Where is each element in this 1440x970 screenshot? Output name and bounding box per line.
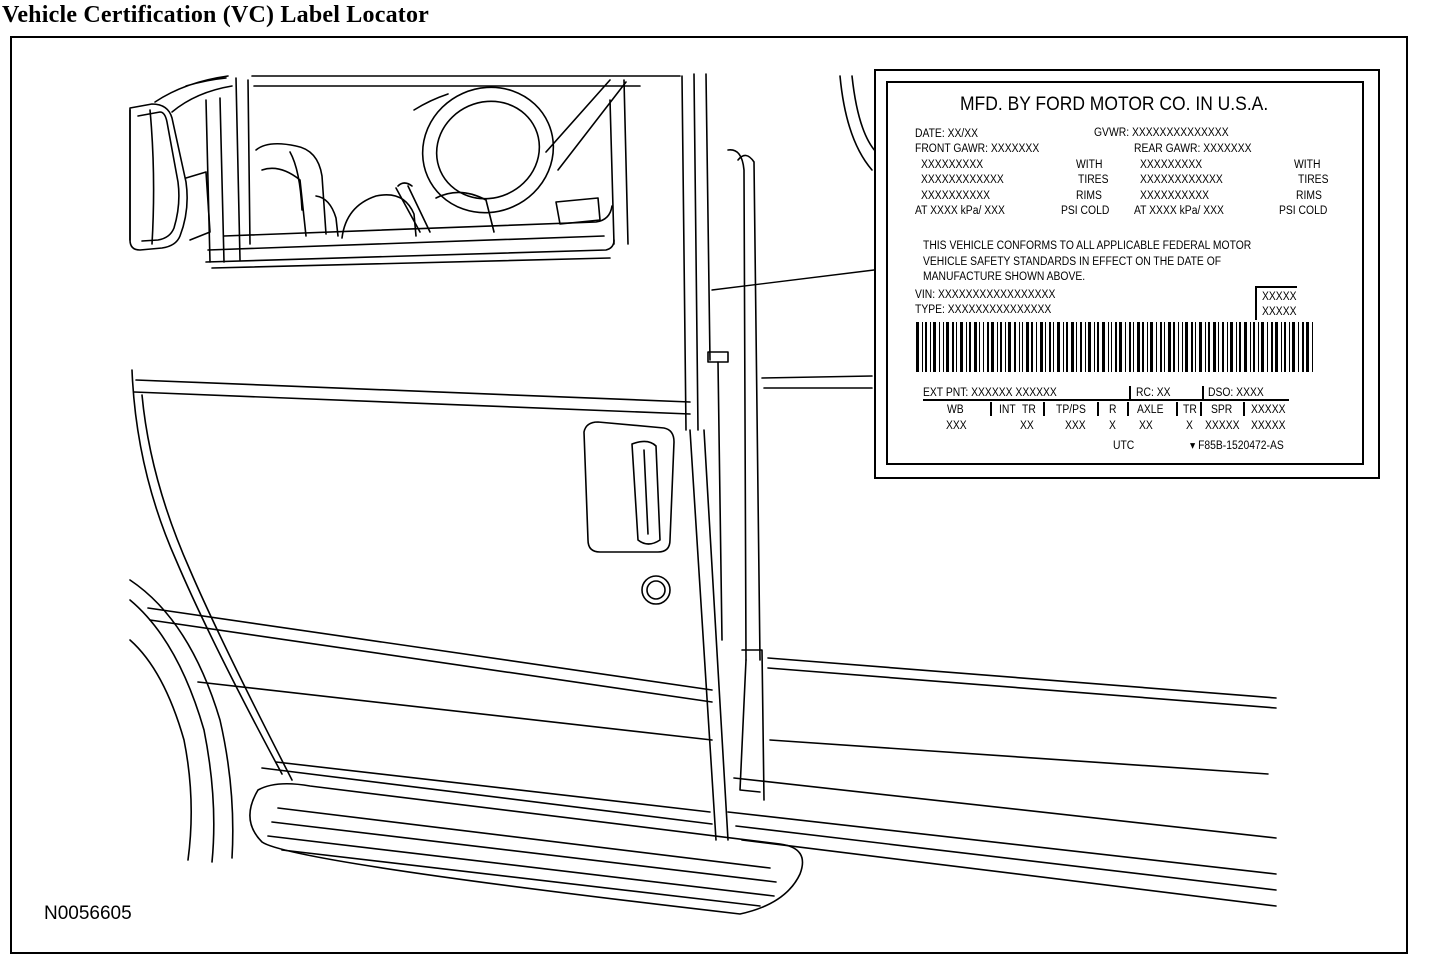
label-front-tire-size: XXXXXXXXX bbox=[921, 159, 984, 171]
code-value-axle: XX bbox=[1139, 420, 1153, 432]
label-utc: UTC bbox=[1113, 440, 1135, 452]
label-gvwr: GVWR: XXXXXXXXXXXXXX bbox=[1094, 127, 1229, 139]
door-lock bbox=[641, 575, 671, 605]
code-divider-6 bbox=[1200, 402, 1202, 416]
diagram-frame bbox=[10, 36, 1408, 954]
label-box-code-2: XXXXX bbox=[1262, 306, 1297, 318]
label-rear-psi: PSI COLD bbox=[1279, 205, 1328, 217]
door-edge bbox=[681, 73, 729, 841]
label-front-rim-spec: XXXXXXXXXX bbox=[921, 190, 991, 202]
code-divider-7 bbox=[1243, 402, 1245, 416]
rc-divider bbox=[1129, 386, 1131, 400]
side-mirror bbox=[129, 103, 188, 251]
label-conformity-line-3: MANUFACTURE SHOWN ABOVE. bbox=[923, 271, 1086, 283]
code-value-tr: X bbox=[1186, 420, 1193, 432]
code-header-axle: AXLE bbox=[1137, 404, 1164, 416]
label-front-with: WITH bbox=[1076, 159, 1103, 171]
label-box-code-1: XXXXX bbox=[1262, 291, 1297, 303]
page-title: Vehicle Certification (VC) Label Locator bbox=[2, 2, 430, 28]
label-front-tires: TIRES bbox=[1078, 174, 1109, 186]
code-value-wb: XXX bbox=[946, 420, 967, 432]
leader-line bbox=[711, 269, 875, 291]
code-header-tp-ps: TP/PS bbox=[1056, 404, 1086, 416]
code-header-tr-2: TR bbox=[1183, 404, 1197, 416]
label-rear-tire-size: XXXXXXXXX bbox=[1140, 159, 1203, 171]
steering-wheel bbox=[421, 86, 555, 214]
code-value-extra: XXXXX bbox=[1251, 420, 1286, 432]
label-rear-gawr: REAR GAWR: XXXXXXX bbox=[1134, 143, 1252, 155]
label-rear-with: WITH bbox=[1294, 159, 1321, 171]
label-manufacturer: MFD. BY FORD MOTOR CO. IN U.S.A. bbox=[960, 94, 1269, 115]
code-divider-2 bbox=[1043, 402, 1045, 416]
code-value-r: X bbox=[1109, 420, 1116, 432]
code-header-extra: XXXXX bbox=[1251, 404, 1286, 416]
label-front-pressure: AT XXXX kPa/ XXX bbox=[915, 205, 1005, 217]
label-vin: VIN: XXXXXXXXXXXXXXXXX bbox=[915, 289, 1056, 301]
ext-pnt-rule bbox=[923, 399, 1289, 401]
code-header-tr: TR bbox=[1022, 404, 1036, 416]
code-header-wb: WB bbox=[947, 404, 964, 416]
code-divider-4 bbox=[1127, 402, 1129, 416]
dso-divider bbox=[1202, 386, 1204, 400]
label-barcode bbox=[916, 322, 1314, 372]
code-divider-3 bbox=[1097, 402, 1099, 416]
label-front-psi: PSI COLD bbox=[1061, 205, 1110, 217]
label-rear-rim-spec: XXXXXXXXXX bbox=[1140, 190, 1210, 202]
label-conformity-line-2: VEHICLE SAFETY STANDARDS IN EFFECT ON TH… bbox=[923, 256, 1222, 268]
label-front-gawr: FRONT GAWR: XXXXXXX bbox=[915, 143, 1040, 155]
code-box-top-rule bbox=[1255, 286, 1297, 288]
code-value-tp-ps: XXX bbox=[1065, 420, 1086, 432]
code-divider-1 bbox=[990, 402, 992, 416]
label-ext-pnt: EXT PNT: XXXXXX XXXXXX bbox=[923, 387, 1057, 399]
vc-label bbox=[886, 81, 1364, 465]
code-divider-5 bbox=[1176, 402, 1178, 416]
label-conformity-line-1: THIS VEHICLE CONFORMS TO ALL APPLICABLE … bbox=[923, 240, 1252, 252]
label-rear-tire-spec: XXXXXXXXXXXX bbox=[1140, 174, 1223, 186]
label-rc: RC: XX bbox=[1136, 387, 1171, 399]
label-date: DATE: XX/XX bbox=[915, 128, 979, 140]
code-value-spr: XXXXX bbox=[1205, 420, 1240, 432]
code-header-spr: SPR bbox=[1211, 404, 1233, 416]
label-rear-tires: TIRES bbox=[1298, 174, 1329, 186]
running-board bbox=[249, 782, 804, 915]
code-header-int: INT bbox=[999, 404, 1016, 416]
figure-id: N0056605 bbox=[44, 903, 132, 924]
label-type: TYPE: XXXXXXXXXXXXXXX bbox=[915, 304, 1052, 316]
label-front-rims: RIMS bbox=[1076, 190, 1102, 202]
label-front-tire-spec: XXXXXXXXXXXX bbox=[921, 174, 1004, 186]
label-part-number: ▾ F85B-1520472-AS bbox=[1190, 440, 1284, 452]
label-dso: DSO: XXXX bbox=[1208, 387, 1264, 399]
door-handle bbox=[583, 421, 675, 553]
code-box-left-rule bbox=[1255, 286, 1257, 320]
window-sill bbox=[205, 205, 615, 263]
label-rear-rims: RIMS bbox=[1296, 190, 1322, 202]
code-header-r: R bbox=[1109, 404, 1117, 416]
label-rear-pressure: AT XXXX kPa/ XXX bbox=[1134, 205, 1224, 217]
code-value-int-tr: XX bbox=[1020, 420, 1034, 432]
